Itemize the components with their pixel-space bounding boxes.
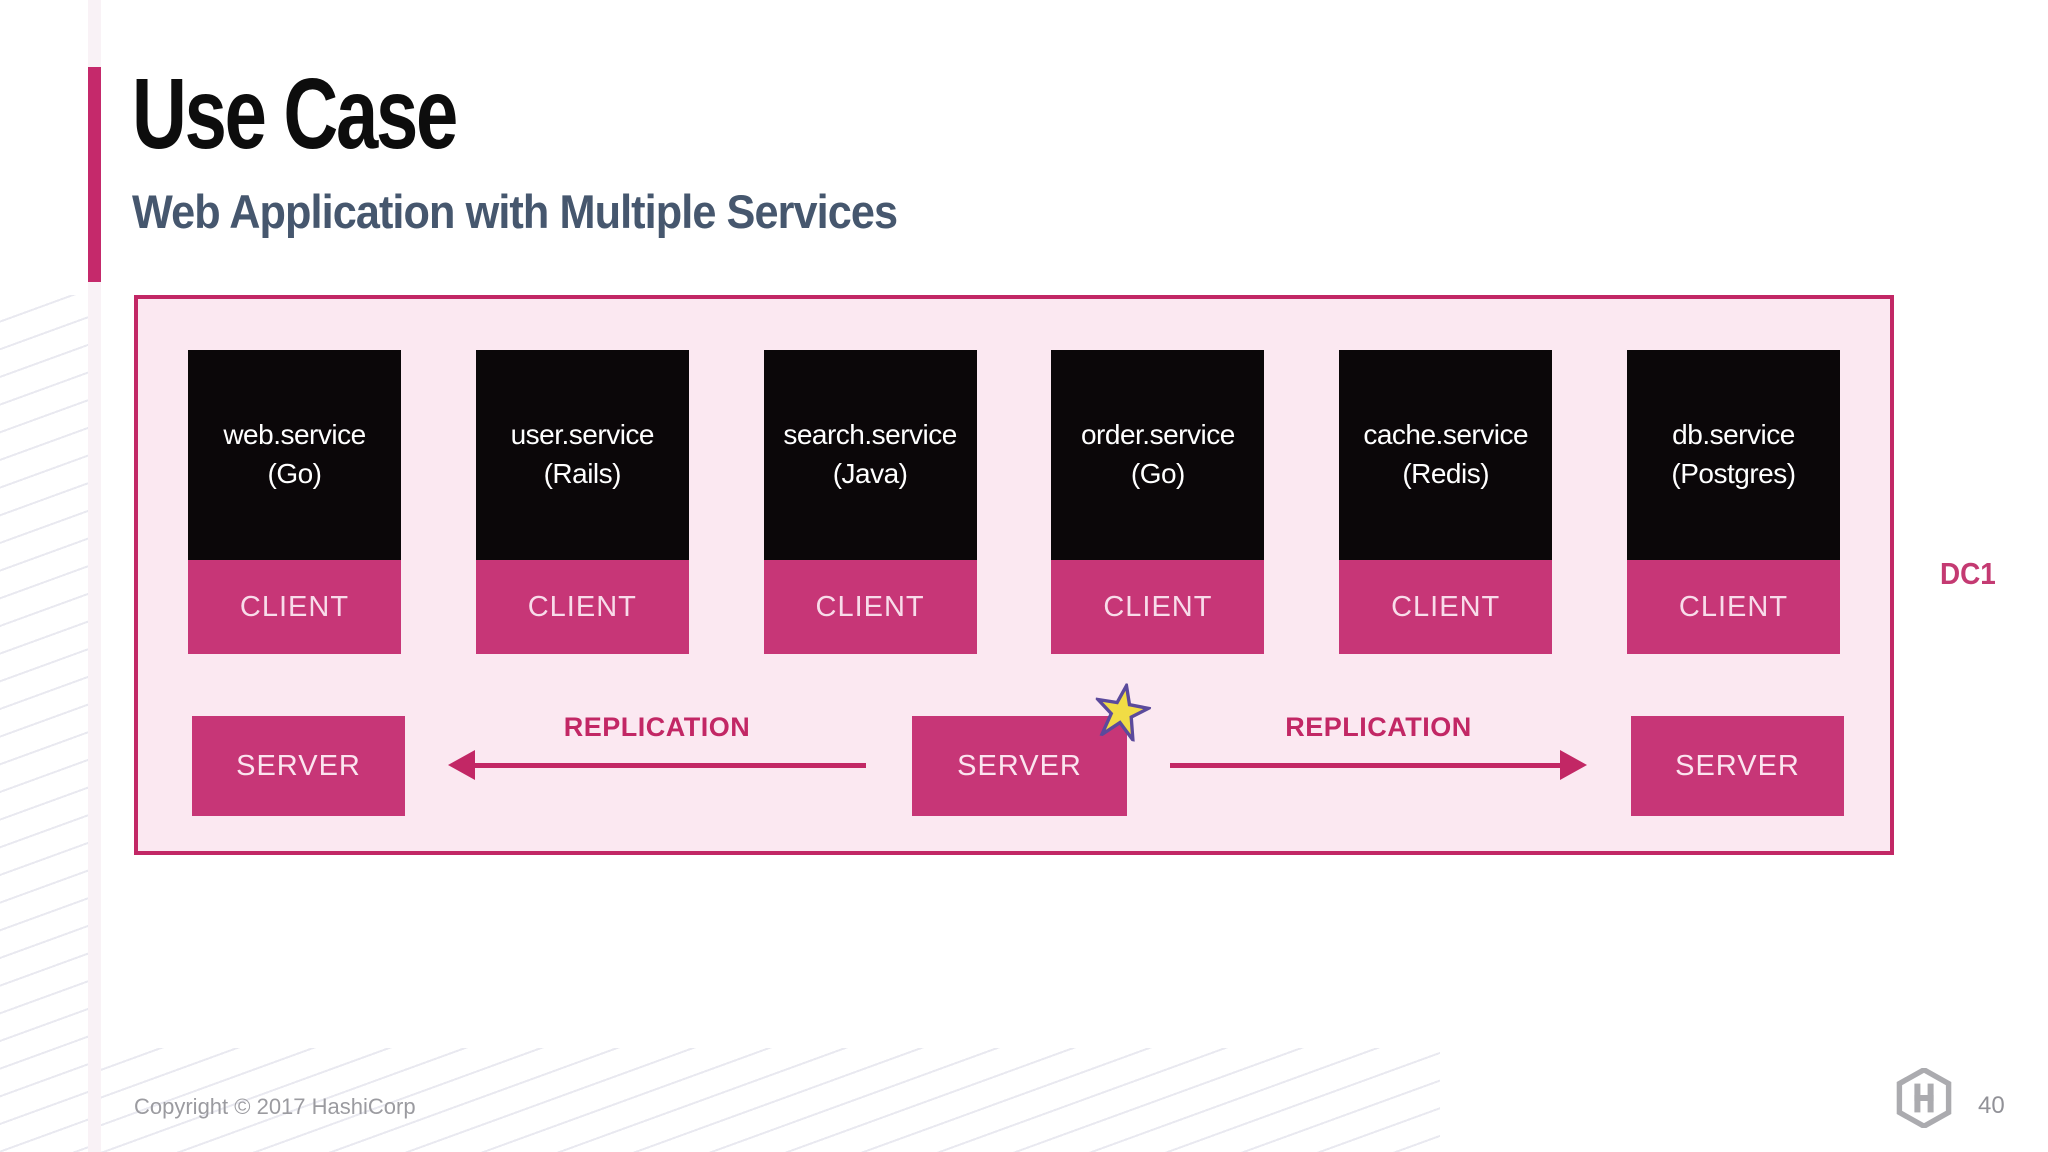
background-stripes-left: [0, 295, 88, 1152]
service-name: db.service: [1672, 419, 1795, 451]
replication-left-arrow: [448, 749, 866, 781]
service-box: user.service (Rails): [475, 350, 689, 560]
service-box: search.service (Java): [763, 350, 977, 560]
service-runtime: (Java): [832, 458, 908, 489]
service-column-db: db.service (Postgres) CLIENT: [1626, 350, 1840, 654]
hashicorp-logo-icon: [1894, 1066, 1954, 1130]
arrow-line: [470, 763, 866, 768]
service-label: cache.service (Redis): [1363, 416, 1528, 493]
service-label: search.service (Java): [783, 416, 957, 493]
service-label: user.service (Rails): [510, 416, 655, 493]
service-runtime: (Go): [267, 458, 323, 489]
arrow-line: [1170, 763, 1565, 768]
client-badge: CLIENT: [1626, 560, 1840, 654]
service-name: cache.service: [1363, 419, 1529, 451]
service-column-web: web.service (Go) CLIENT: [188, 350, 401, 654]
service-name: web.service: [223, 419, 366, 451]
service-column-order: order.service (Go) CLIENT: [1051, 350, 1265, 654]
services-row: web.service (Go) CLIENT user.service (Ra…: [188, 350, 1840, 654]
client-badge: CLIENT: [763, 560, 977, 654]
server-box-right: SERVER: [1631, 716, 1844, 816]
footer-copyright: Copyright © 2017 HashiCorp: [134, 1094, 416, 1119]
client-badge: CLIENT: [1339, 560, 1553, 654]
server-box-left: SERVER: [192, 716, 405, 816]
service-label: db.service (Postgres): [1671, 416, 1796, 493]
service-box: cache.service (Redis): [1339, 350, 1553, 560]
client-badge: CLIENT: [1051, 560, 1265, 654]
replication-left-group: REPLICATION: [448, 709, 866, 781]
dc1-label: DC1: [1940, 556, 1996, 591]
page-subtitle: Web Application with Multiple Services: [132, 185, 898, 238]
replication-right-group: REPLICATION: [1170, 709, 1587, 781]
service-name: order.service: [1080, 419, 1235, 451]
background-stripes-bottom: [88, 1048, 1440, 1152]
service-label: order.service (Go): [1081, 416, 1235, 493]
service-column-search: search.service (Java) CLIENT: [763, 350, 977, 654]
service-column-user: user.service (Rails) CLIENT: [475, 350, 689, 654]
service-runtime: (Postgres): [1671, 458, 1796, 489]
service-column-cache: cache.service (Redis) CLIENT: [1339, 350, 1553, 654]
page-number: 40: [1978, 1092, 2005, 1119]
service-label: web.service (Go): [223, 416, 366, 493]
service-runtime: (Go): [1130, 458, 1185, 489]
client-badge: CLIENT: [188, 560, 401, 654]
page-title: Use Case: [132, 58, 458, 170]
replication-right-label: REPLICATION: [1285, 712, 1472, 742]
service-runtime: (Rails): [543, 458, 622, 489]
datacenter-frame: web.service (Go) CLIENT user.service (Ra…: [134, 295, 1894, 855]
service-name: search.service: [783, 419, 957, 451]
service-runtime: (Redis): [1402, 458, 1490, 489]
title-accent-bar: [88, 67, 101, 282]
service-box: web.service (Go): [188, 350, 401, 560]
replication-left-label: REPLICATION: [563, 712, 751, 742]
service-box: order.service (Go): [1051, 350, 1265, 560]
arrow-head-right-icon: [1560, 750, 1587, 780]
replication-right-arrow: [1170, 749, 1587, 781]
star-icon: [1090, 679, 1155, 746]
server-box-center: SERVER: [912, 716, 1127, 816]
service-box: db.service (Postgres): [1626, 350, 1840, 560]
client-badge: CLIENT: [475, 560, 689, 654]
service-name: user.service: [510, 419, 655, 451]
left-edge-strip: [88, 0, 101, 1152]
